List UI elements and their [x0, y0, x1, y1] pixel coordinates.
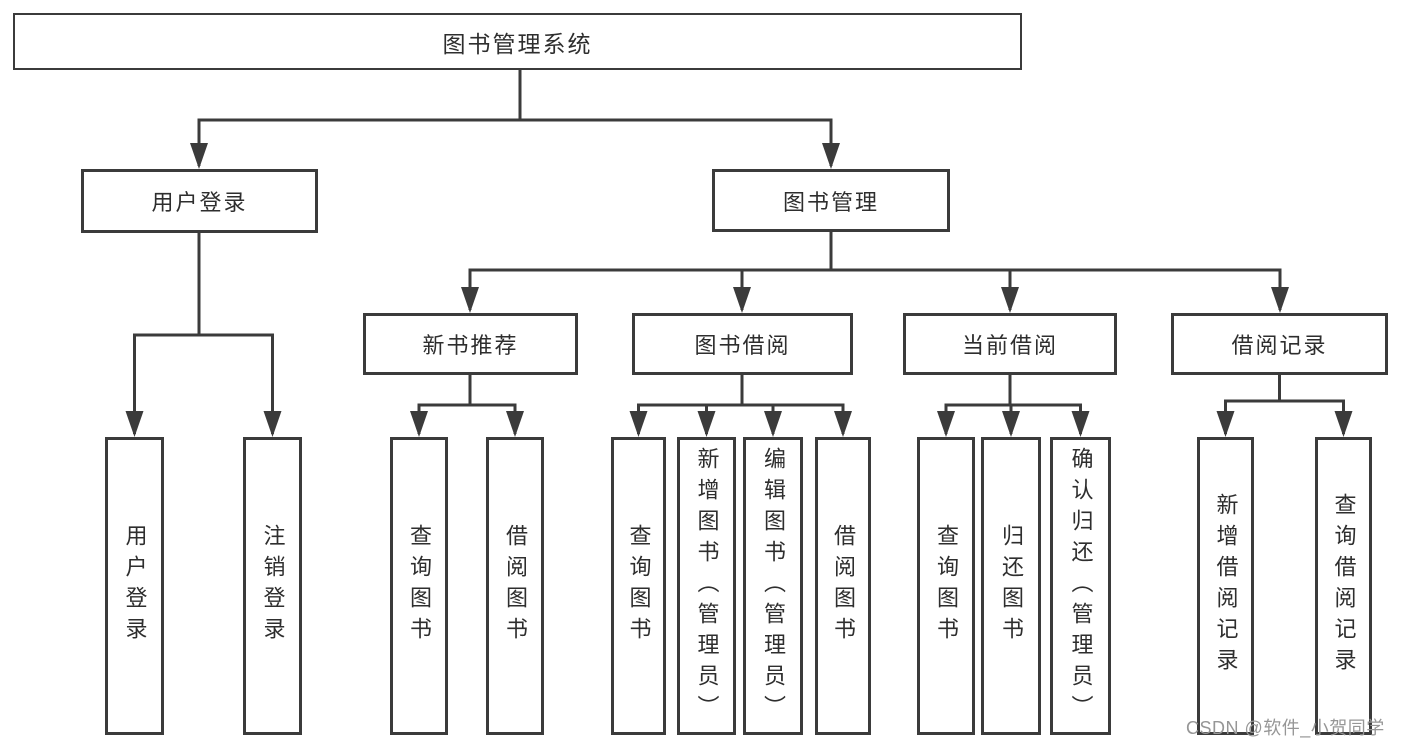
leaf-query-books-borrow: 查询图书	[611, 437, 666, 735]
arrowhead-icon	[937, 411, 955, 437]
arrowhead-icon	[822, 143, 840, 169]
node-label: 查询图书	[407, 524, 432, 648]
node-book-borrow: 图书借阅	[632, 313, 853, 375]
node-label: 图书管理	[782, 189, 879, 215]
node-borrow-records: 借阅记录	[1171, 313, 1388, 375]
arrowhead-icon	[506, 411, 524, 437]
node-label: 新增图书（管理员）	[694, 446, 720, 726]
node-label: 借阅记录	[1231, 333, 1328, 358]
leaf-add-book-admin: 新增图书（管理员）	[677, 437, 736, 735]
arrowhead-icon	[1071, 411, 1090, 437]
node-user-login-branch: 用户登录	[81, 169, 318, 233]
node-label: 图书借阅	[694, 333, 791, 358]
leaf-borrow-books-recommend: 借阅图书	[486, 437, 544, 735]
arrowhead-icon	[190, 143, 208, 169]
arrowhead-icon	[1216, 411, 1235, 437]
leaf-query-borrow-record: 查询借阅记录	[1315, 437, 1372, 735]
node-label: 查询图书	[626, 524, 652, 648]
arrowhead-icon	[1271, 287, 1289, 313]
node-label: 借阅图书	[831, 524, 856, 648]
arrowhead-icon	[629, 411, 648, 437]
arrowhead-icon	[125, 411, 144, 437]
arrowhead-icon	[733, 287, 751, 313]
csdn-watermark: CSDN @软件_小贺同学	[1186, 718, 1385, 738]
node-label: 用户登录	[122, 524, 148, 648]
node-label: 注销登录	[260, 524, 286, 648]
leaf-user-login: 用户登录	[105, 437, 164, 735]
node-book-management-branch: 图书管理	[712, 169, 950, 232]
arrowhead-icon	[764, 411, 782, 437]
node-label: 新增借阅记录	[1213, 493, 1239, 679]
node-label: 借阅图书	[503, 524, 528, 648]
edge-lines-group	[133, 70, 1345, 434]
arrowhead-icon	[697, 411, 716, 437]
node-label: 编辑图书（管理员）	[761, 446, 786, 726]
node-label: 查询借阅记录	[1331, 493, 1357, 679]
arrowhead-icon	[1002, 411, 1020, 437]
leaf-return-book: 归还图书	[981, 437, 1041, 735]
arrowhead-icon	[461, 287, 479, 313]
node-new-book-recommend: 新书推荐	[363, 313, 578, 375]
node-book-management-system: 图书管理系统	[13, 13, 1022, 70]
leaf-logout: 注销登录	[243, 437, 302, 735]
leaf-borrow-books: 借阅图书	[815, 437, 871, 735]
node-label: 用户登录	[151, 190, 248, 215]
leaf-query-books-current: 查询图书	[917, 437, 975, 735]
node-label: 归还图书	[999, 524, 1024, 648]
leaf-edit-book-admin: 编辑图书（管理员）	[743, 437, 803, 735]
leaf-query-books-recommend: 查询图书	[390, 437, 448, 735]
arrowhead-icon	[1334, 411, 1353, 437]
arrowhead-icon	[1001, 287, 1019, 313]
arrowhead-icon	[410, 411, 428, 437]
leaf-confirm-return-admin: 确认归还（管理员）	[1050, 437, 1111, 735]
arrowhead-icon	[834, 411, 852, 437]
leaf-add-borrow-record: 新增借阅记录	[1197, 437, 1254, 735]
node-current-borrow: 当前借阅	[903, 313, 1117, 375]
node-label: 新书推荐	[422, 333, 519, 358]
node-label: 图书管理系统	[442, 30, 593, 57]
arrowhead-icon	[263, 411, 282, 437]
node-label: 当前借阅	[961, 333, 1058, 358]
node-label: 查询图书	[934, 524, 959, 648]
node-label: 确认归还（管理员）	[1068, 446, 1094, 726]
